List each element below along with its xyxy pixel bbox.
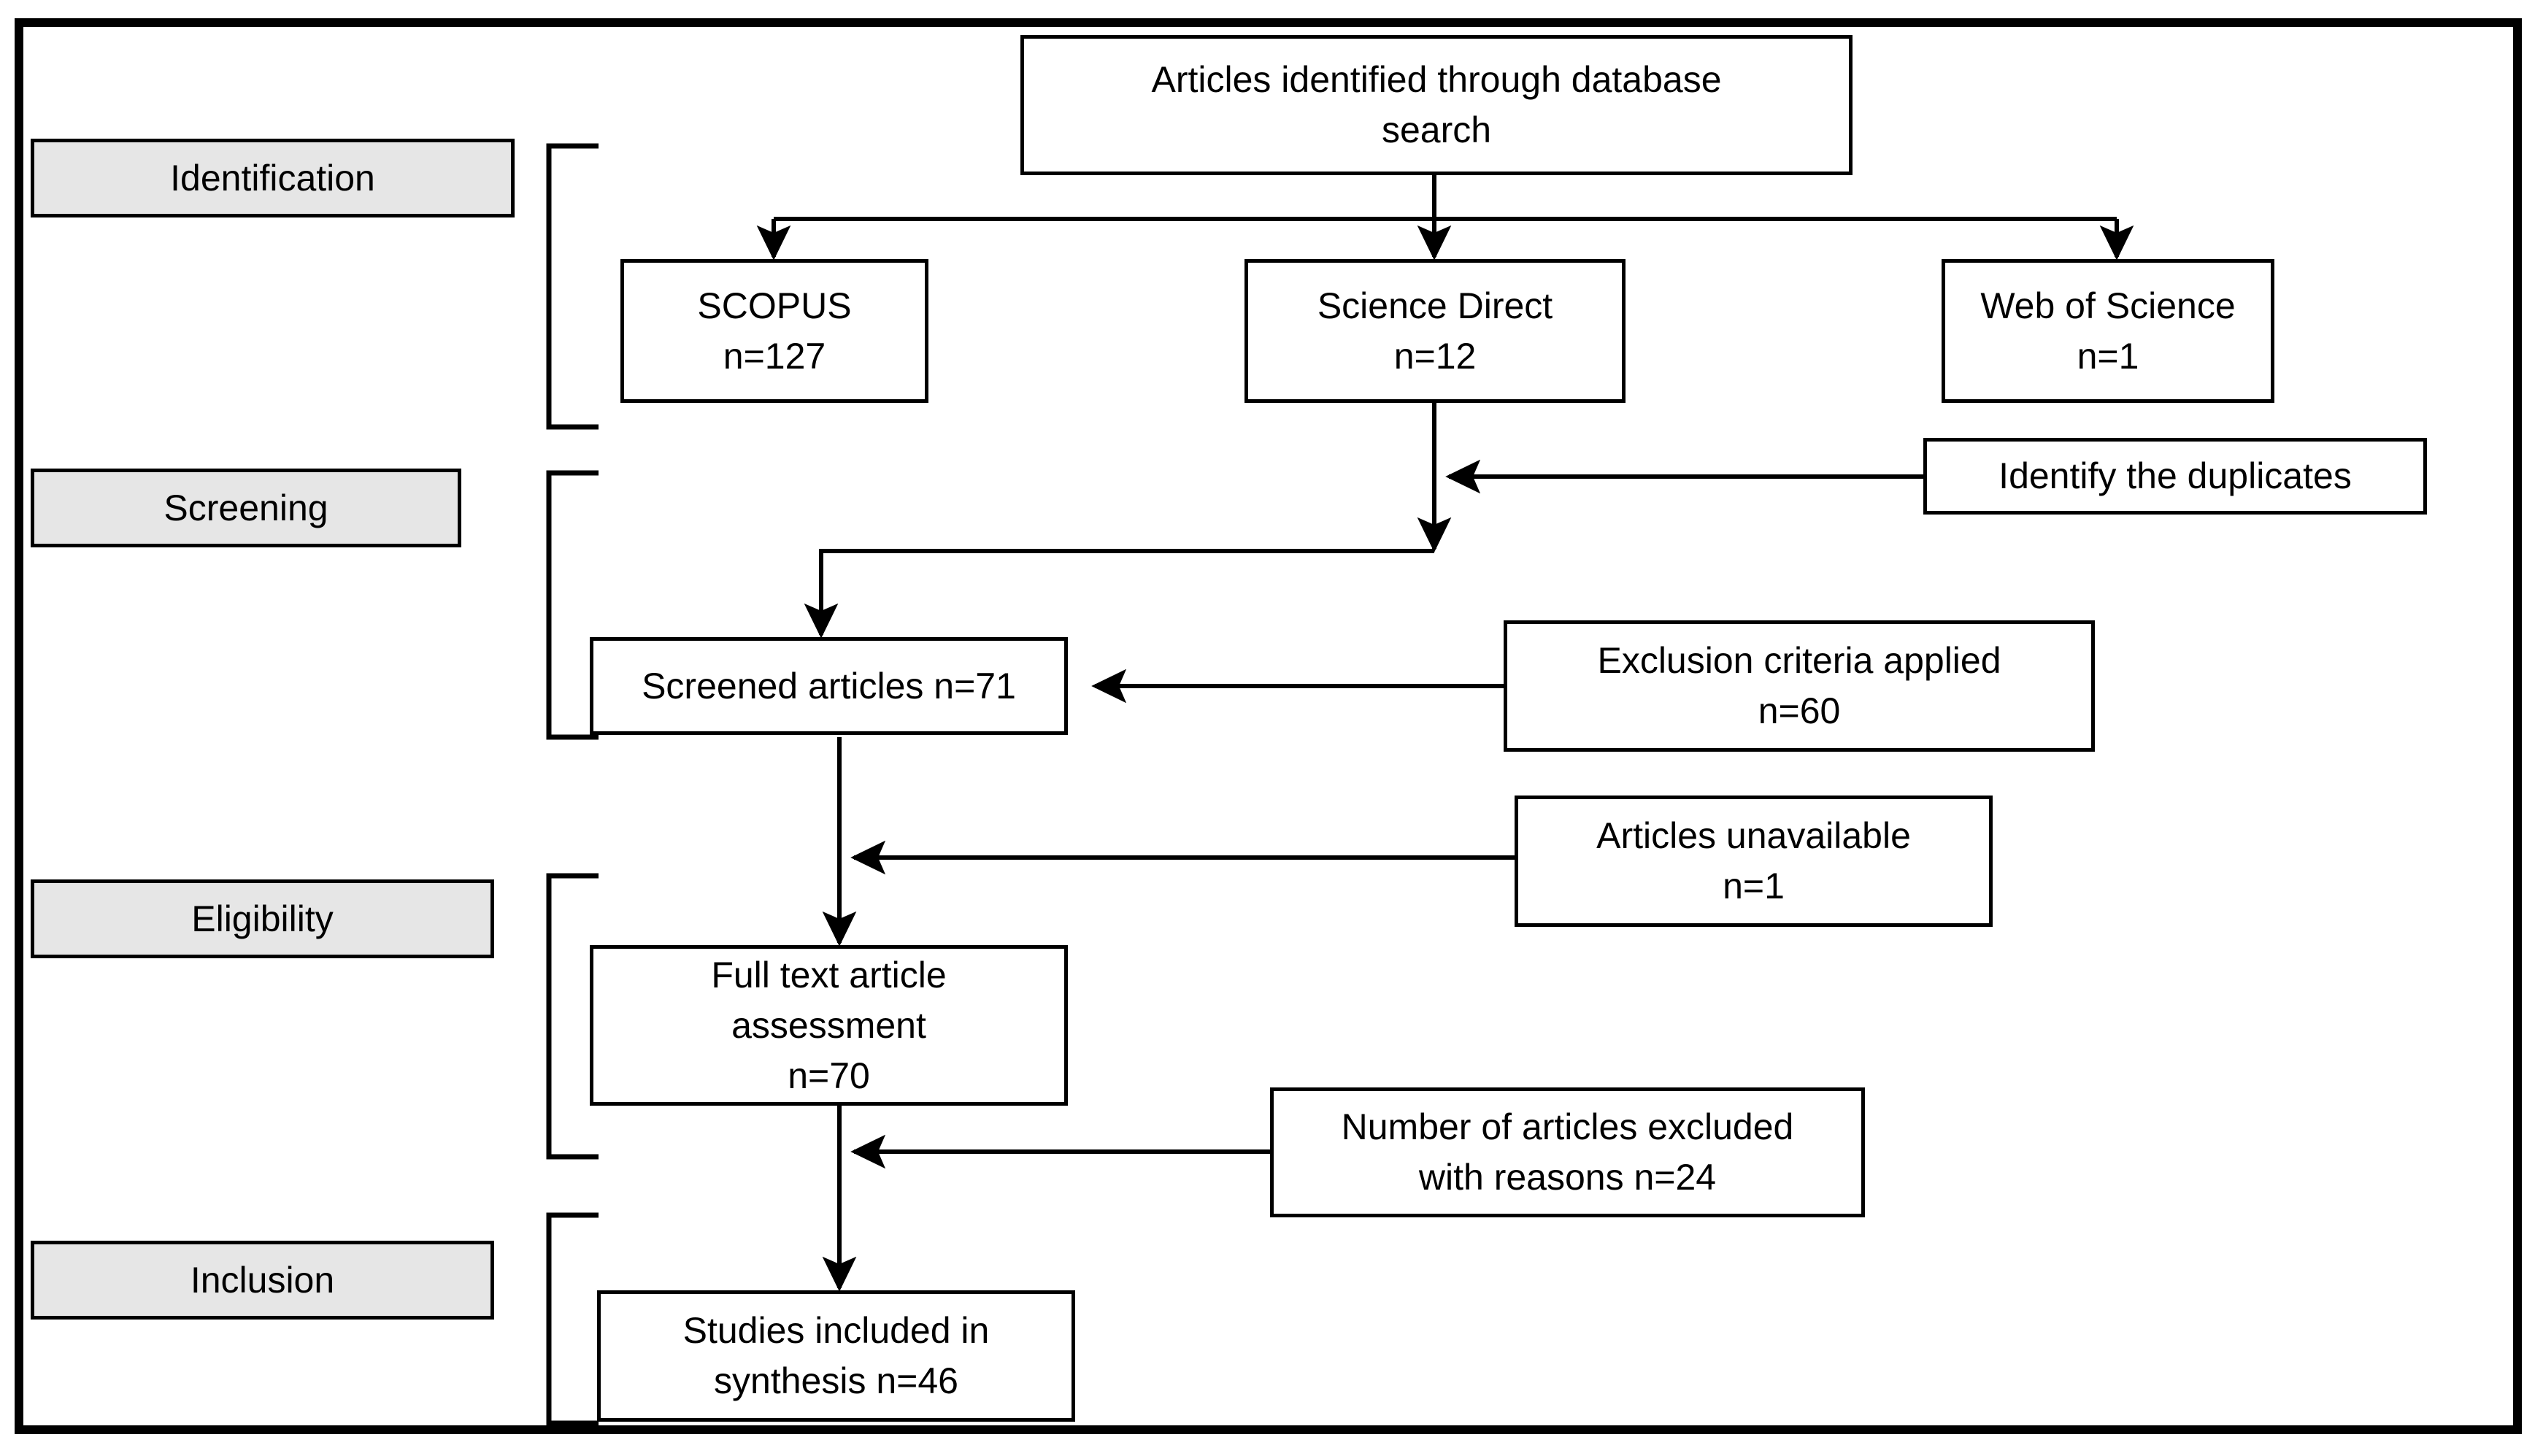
box-full-text-assessment-line2: assessment [731,1004,926,1046]
box-studies-included: Studies included in synthesis n=46 [597,1290,1075,1422]
box-web-of-science-line1: Web of Science [1980,285,2236,326]
box-articles-excluded-line2: with reasons n=24 [1418,1157,1717,1198]
box-articles-unavailable: Articles unavailable n=1 [1515,796,1993,927]
box-studies-included-line1: Studies included in [682,1310,990,1351]
box-web-of-science-line2: n=1 [2077,335,2139,377]
box-articles-excluded-line1: Number of articles excluded [1341,1106,1794,1147]
box-scopus: SCOPUS n=127 [620,259,928,403]
box-scopus-line2: n=127 [723,335,826,377]
stage-label-screening-text: Screening [163,488,328,528]
box-full-text-assessment: Full text article assessment n=70 [590,945,1068,1106]
box-database-search: Articles identified through database sea… [1020,35,1853,175]
box-articles-unavailable-line2: n=1 [1723,866,1785,906]
stage-label-inclusion: Inclusion [31,1241,494,1320]
box-science-direct-line2: n=12 [1393,335,1477,377]
box-science-direct: Science Direct n=12 [1244,259,1626,403]
box-studies-included-line2: synthesis n=46 [714,1360,958,1401]
box-articles-excluded: Number of articles excluded with reasons… [1270,1087,1865,1217]
box-articles-unavailable-line1: Articles unavailable [1596,815,1911,856]
box-full-text-assessment-line3: n=70 [788,1055,870,1096]
stage-label-identification: Identification [31,139,515,217]
box-screened-articles-line1: Screened articles n=71 [642,665,1016,706]
box-screened-articles: Screened articles n=71 [590,637,1068,735]
box-database-search-line1: Articles identified through database [1151,59,1722,100]
stage-label-identification-text: Identification [170,158,375,199]
box-science-direct-line1: Science Direct [1317,285,1553,326]
box-exclusion-criteria-line2: n=60 [1758,690,1841,731]
box-scopus-line1: SCOPUS [697,285,852,326]
box-exclusion-criteria: Exclusion criteria applied n=60 [1504,620,2095,752]
box-database-search-line2: search [1381,109,1492,150]
box-full-text-assessment-line1: Full text article [711,954,947,995]
box-exclusion-criteria-line1: Exclusion criteria applied [1597,640,2001,681]
stage-label-eligibility-text: Eligibility [191,898,334,939]
stage-label-eligibility: Eligibility [31,879,494,958]
diagram-outer-frame [15,18,2522,1434]
box-identify-duplicates: Identify the duplicates [1923,438,2427,515]
box-web-of-science: Web of Science n=1 [1942,259,2274,403]
stage-label-screening: Screening [31,469,461,547]
stage-label-inclusion-text: Inclusion [190,1260,335,1301]
box-identify-duplicates-line1: Identify the duplicates [1998,455,2352,496]
